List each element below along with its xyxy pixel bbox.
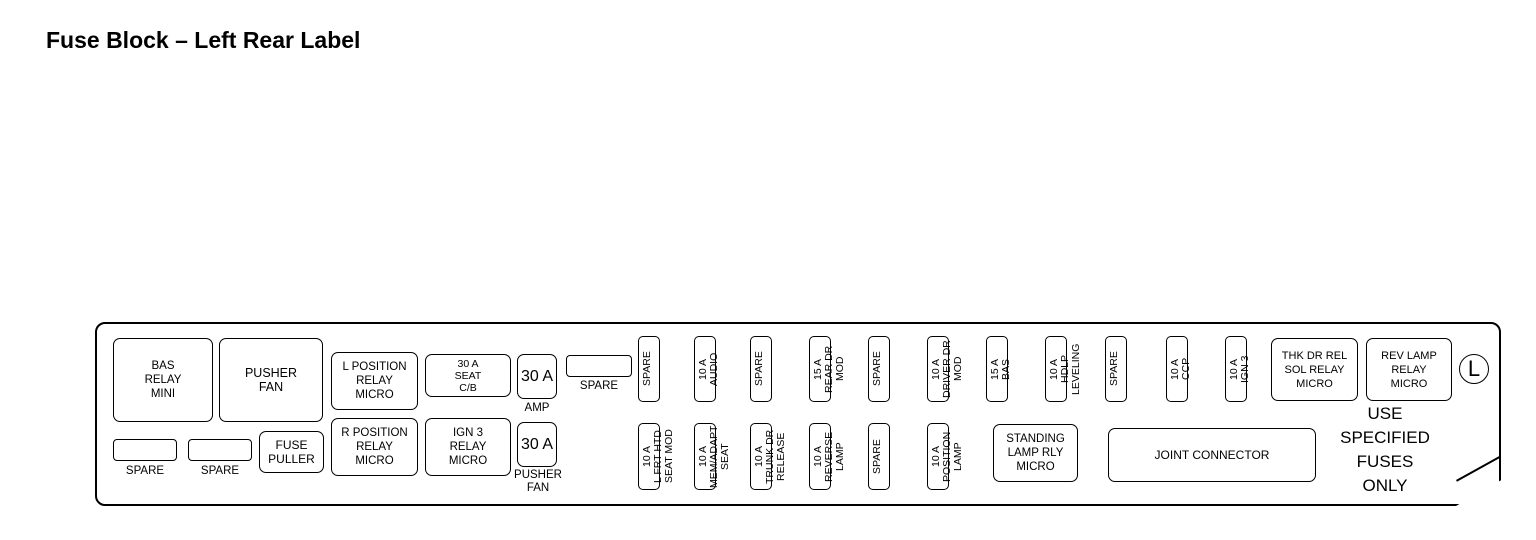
bottom-fuse-6 — [927, 423, 949, 490]
bottom-fuse-4 — [809, 423, 831, 490]
joint-connector: JOINT CONNECTOR — [1108, 428, 1316, 482]
top-fuse-label-4: 15 A REAR DR MOD — [812, 345, 846, 393]
standing-lamp-relay: STANDING LAMP RLY MICRO — [993, 424, 1078, 482]
bottom-fuse-5 — [868, 423, 890, 490]
r-position-relay: R POSITION RELAY MICRO — [331, 418, 418, 476]
top-fuse-label-6: 10 A DRIVER DR MOD — [930, 340, 964, 398]
bas-relay: BAS RELAY MINI — [113, 338, 213, 422]
seat-cb: 30 A SEAT C/B — [425, 354, 511, 397]
thk-dr-rel-relay: THK DR REL SOL RELAY MICRO — [1271, 338, 1358, 401]
fuse-block-outline — [95, 322, 1501, 506]
side-mark: L — [1459, 354, 1489, 384]
top-fuse-5 — [868, 336, 890, 402]
top-fuse-3 — [750, 336, 772, 402]
top-fuse-label-1: SPARE — [641, 351, 653, 387]
bottom-fuse-label-5: SPARE — [871, 439, 883, 474]
top-fuse-2 — [694, 336, 716, 402]
fuse-puller: FUSE PULLER — [259, 431, 324, 473]
top-fuse-8 — [1045, 336, 1067, 402]
top-fuse-9 — [1105, 336, 1127, 402]
spare-slot-1 — [113, 439, 177, 461]
ign3-relay: IGN 3 RELAY MICRO — [425, 418, 511, 476]
pusher-fan-label: PUSHER FAN — [514, 469, 562, 494]
spare-label-2: SPARE — [200, 465, 240, 477]
top-fuse-label-2: 10 A AUDIO — [697, 352, 720, 386]
top-fuse-11 — [1225, 336, 1247, 402]
spare-label-1: SPARE — [125, 465, 165, 477]
top-fuse-label-9: SPARE — [1108, 351, 1120, 387]
top-fuse-label-7: 15 A BAS — [989, 358, 1012, 380]
bottom-fuse-label-3: 10 A TRUNK DR RELEASE — [753, 429, 787, 484]
spare-slot-2 — [188, 439, 252, 461]
spare-top-label: SPARE — [579, 380, 619, 392]
pusher-fan-relay: PUSHER FAN — [219, 338, 323, 422]
top-fuse-7 — [986, 336, 1008, 402]
bottom-fuse-label-2: 10 A MEM/ADAPT SEAT — [697, 425, 731, 488]
top-fuse-6 — [927, 336, 949, 402]
top-fuse-label-8: 10 A HDLP LEVELING — [1048, 343, 1082, 395]
use-specified-fuses: USE SPECIFIED FUSES ONLY — [1340, 404, 1430, 495]
top-fuse-1 — [638, 336, 660, 402]
top-fuse-label-11: 10 A IGN 3 — [1228, 355, 1251, 383]
bottom-fuse-3 — [750, 423, 772, 490]
page-title: Fuse Block – Left Rear Label — [46, 27, 361, 53]
top-fuse-label-10: 10 A CCP — [1169, 357, 1192, 381]
top-fuse-10 — [1166, 336, 1188, 402]
bottom-fuse-1 — [638, 423, 660, 490]
amp-fuse: 30 A — [517, 354, 557, 399]
bottom-fuse-label-6: 10 A POSITION LAMP — [930, 431, 964, 482]
rev-lamp-relay: REV LAMP RELAY MICRO — [1366, 338, 1452, 401]
top-fuse-label-3: SPARE — [753, 351, 765, 387]
bottom-fuse-2 — [694, 423, 716, 490]
bottom-fuse-label-4: 10 A REVERSE LAMP — [812, 431, 846, 482]
top-fuse-4 — [809, 336, 831, 402]
bottom-fuse-label-1: 10 A L FRT HTD SEAT MOD — [641, 429, 675, 484]
top-fuse-label-5: SPARE — [871, 351, 883, 387]
spare-top-slot — [566, 355, 632, 377]
pusher-fan-fuse: 30 A — [517, 422, 557, 467]
l-position-relay: L POSITION RELAY MICRO — [331, 352, 418, 410]
amp-label: AMP — [524, 402, 550, 414]
